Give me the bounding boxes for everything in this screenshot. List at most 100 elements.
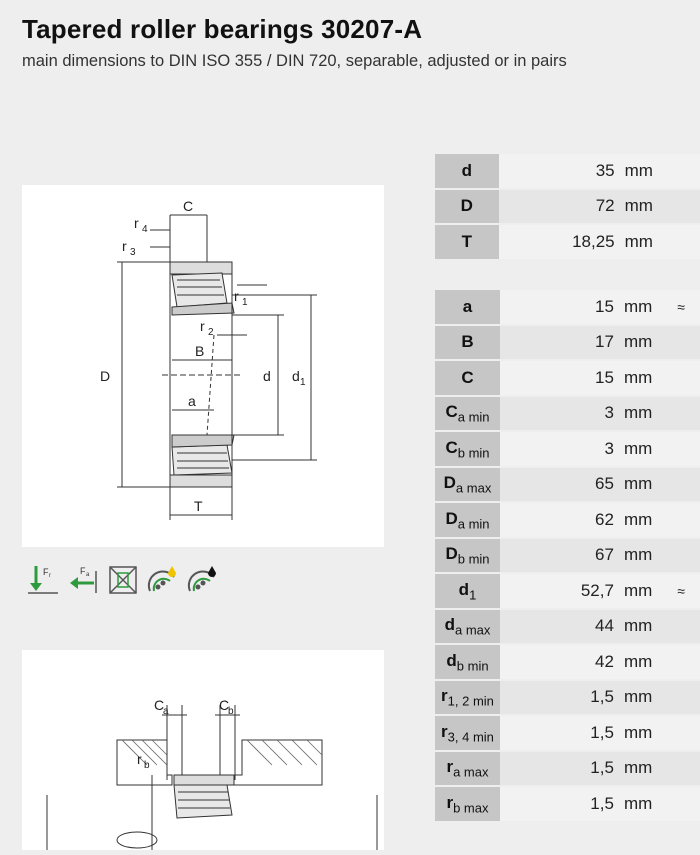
dimension-unit: mm xyxy=(623,787,663,823)
label-D: D xyxy=(100,368,110,384)
label-r2-sub: 2 xyxy=(208,327,214,338)
approx-marker xyxy=(662,325,700,361)
dimension-value: 1,5 xyxy=(499,680,624,716)
approx-marker xyxy=(662,751,700,787)
approx-marker xyxy=(662,467,700,503)
dimension-value: 3 xyxy=(499,432,624,468)
svg-text:F: F xyxy=(80,566,86,576)
label-d1: d xyxy=(292,368,300,384)
bearing-cross-section-drawing: C r 4 r 3 r 1 r 2 B D d d 1 a T xyxy=(22,185,384,547)
no-sealing-icon xyxy=(109,566,137,594)
dimension-unit: mm xyxy=(624,154,663,190)
approx-marker xyxy=(662,716,700,752)
dimension-symbol: d1 xyxy=(435,574,500,610)
axial-load-icon: F a xyxy=(70,566,97,593)
label-Cb: C xyxy=(219,697,229,713)
dimension-symbol: Cb min xyxy=(435,432,500,468)
dimension-value: 62 xyxy=(499,503,624,539)
dimension-value: 35 xyxy=(498,154,625,190)
label-r2: r xyxy=(200,318,205,334)
dimension-symbol: d xyxy=(435,154,499,190)
dimension-value: 15 xyxy=(499,290,624,326)
label-a: a xyxy=(188,393,196,409)
label-r1-sub: 1 xyxy=(242,297,248,308)
dimension-value: 67 xyxy=(499,538,624,574)
dimension-unit: mm xyxy=(623,467,663,503)
dimension-symbol: Da min xyxy=(435,503,500,539)
dimension-symbol: C xyxy=(435,361,500,397)
dimension-value: 1,5 xyxy=(499,787,624,823)
label-r3: r xyxy=(122,238,127,254)
dimension-value: 44 xyxy=(499,609,624,645)
mounting-dimensions-drawing: C a C b r b xyxy=(22,650,384,850)
approx-marker: ≈ xyxy=(662,290,700,326)
dimension-value: 1,5 xyxy=(499,751,624,787)
label-r4-sub: 4 xyxy=(142,224,148,235)
dimension-value: 52,7 xyxy=(499,574,624,610)
dimension-unit: mm xyxy=(623,645,663,681)
dimension-symbol: D xyxy=(435,189,499,225)
dimension-unit: mm xyxy=(623,432,663,468)
dimension-unit: mm xyxy=(624,225,663,261)
dimension-symbol: B xyxy=(435,325,500,361)
approx-marker xyxy=(662,680,700,716)
dimension-symbol: a xyxy=(435,290,500,326)
label-Ca-sub: a xyxy=(163,706,169,717)
approx-marker xyxy=(662,503,700,539)
dimension-value: 1,5 xyxy=(499,716,624,752)
page-title: Tapered roller bearings 30207-A xyxy=(22,14,423,44)
dimension-value: 18,25 xyxy=(498,225,625,261)
dimension-value: 3 xyxy=(499,396,624,432)
dimension-unit: mm xyxy=(624,189,663,225)
svg-text:r: r xyxy=(49,573,51,579)
label-Cb-sub: b xyxy=(228,706,234,717)
dimension-value: 42 xyxy=(499,645,624,681)
label-d: d xyxy=(263,368,271,384)
dimension-unit: mm xyxy=(623,538,663,574)
label-rb: r xyxy=(137,751,142,767)
approx-marker xyxy=(662,787,700,823)
approx-marker xyxy=(662,645,700,681)
dimension-unit: mm xyxy=(623,325,663,361)
dimension-symbol: Da max xyxy=(435,467,500,503)
dimension-symbol: ra max xyxy=(435,751,500,787)
dimension-symbol: da max xyxy=(435,609,500,645)
grease-lubrication-icon xyxy=(147,566,176,592)
dimension-unit: mm xyxy=(623,751,663,787)
radial-load-icon: F r xyxy=(28,566,58,594)
approx-marker xyxy=(662,396,700,432)
approx-marker: ≈ xyxy=(662,574,700,610)
dimension-symbol: T xyxy=(435,225,499,261)
label-r1: r xyxy=(234,288,239,304)
oil-lubrication-icon xyxy=(187,566,216,592)
dimension-unit: mm xyxy=(623,361,663,397)
label-r3-sub: 3 xyxy=(130,247,136,258)
label-C: C xyxy=(183,198,193,214)
dimension-value: 15 xyxy=(499,361,624,397)
property-icons: F r F a xyxy=(26,562,220,598)
dimension-unit: mm xyxy=(623,574,663,610)
approx-marker xyxy=(662,609,700,645)
label-d1-sub: 1 xyxy=(300,377,306,388)
dimension-unit: mm xyxy=(623,716,663,752)
approx-marker xyxy=(662,432,700,468)
label-rb-sub: b xyxy=(144,760,150,771)
dimension-symbol: rb max xyxy=(435,787,500,823)
